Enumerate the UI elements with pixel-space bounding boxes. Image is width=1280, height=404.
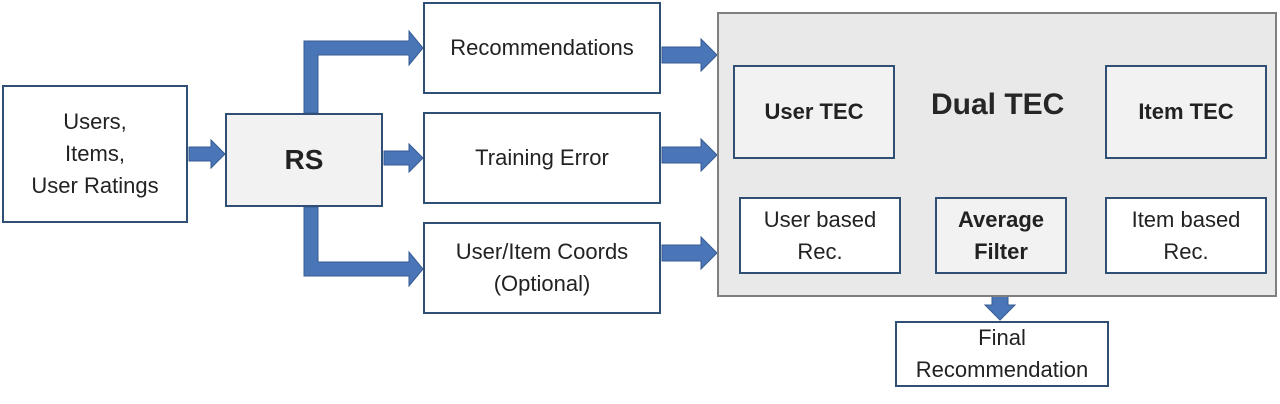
coords-line-2: (Optional) — [493, 271, 591, 296]
item-tec-label: Item TEC — [1138, 99, 1234, 124]
input-line-items: Items, — [65, 141, 125, 166]
arrow-rs-to-recommendations — [303, 29, 424, 114]
input-line-users: Users, — [63, 109, 127, 134]
average-filter-line-2: Filter — [974, 238, 1028, 264]
user-rec-line-2: Rec. — [797, 238, 843, 264]
average-filter-line-1: Average — [957, 206, 1044, 232]
rs-box: RS — [225, 113, 383, 207]
dual-tec-title: Dual TEC — [931, 88, 1065, 121]
recommendations-box: Recommendations — [423, 2, 661, 94]
item-rec-line-2: Rec. — [1163, 238, 1209, 264]
final-line-2: Recommendation — [915, 357, 1089, 382]
input-line-ratings: User Ratings — [31, 173, 159, 198]
coords-line-1: User/Item Coords — [455, 239, 629, 264]
arrow-training-error-to-dual-tec — [661, 137, 718, 173]
arrow-input-to-rs — [188, 138, 226, 170]
user-tec-label: User TEC — [764, 99, 864, 124]
item-tec-box: Item TEC — [1105, 65, 1267, 159]
training-error-box: Training Error — [423, 112, 661, 204]
recommendations-label: Recommendations — [450, 35, 634, 60]
final-recommendation-box: Final Recommendation — [895, 321, 1109, 387]
final-line-1: Final — [978, 325, 1026, 350]
arrow-coords-to-dual-tec — [661, 235, 718, 271]
user-based-rec-box: User based Rec. — [739, 197, 901, 274]
input-data-box: Users, Items, User Ratings — [2, 85, 188, 223]
coords-box: User/Item Coords (Optional) — [423, 222, 661, 314]
item-based-rec-box: Item based Rec. — [1105, 197, 1267, 274]
item-rec-line-1: Item based — [1131, 206, 1241, 232]
arrow-recommendations-to-dual-tec — [661, 37, 718, 73]
rs-label: RS — [284, 144, 324, 175]
arrow-rs-to-training-error — [383, 142, 424, 174]
training-error-label: Training Error — [475, 145, 609, 170]
user-tec-box: User TEC — [733, 65, 895, 159]
user-rec-line-1: User based — [763, 206, 877, 232]
average-filter-box: Average Filter — [935, 197, 1067, 274]
arrow-rs-to-coords — [303, 206, 424, 288]
